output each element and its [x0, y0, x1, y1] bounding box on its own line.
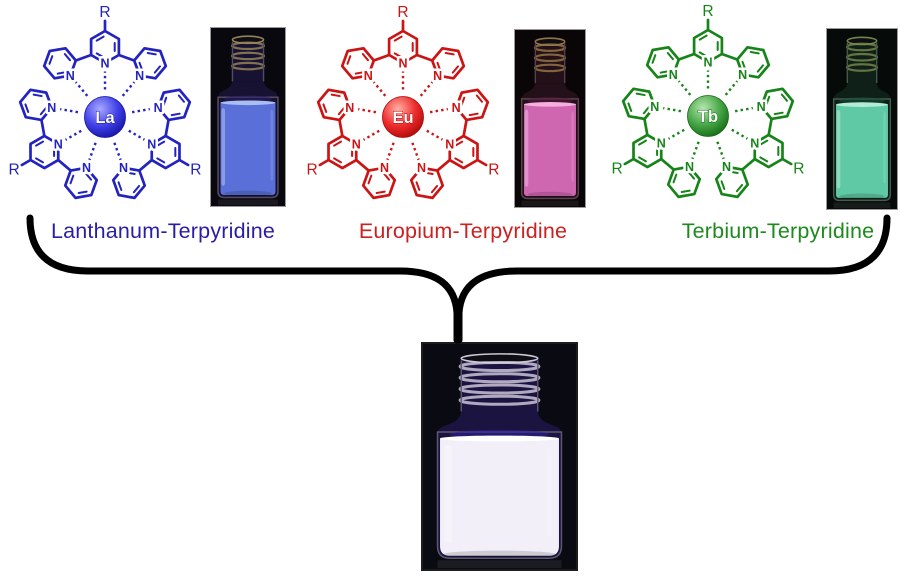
svg-text:N: N [398, 56, 407, 70]
svg-text:N: N [54, 137, 63, 151]
svg-text:N: N [364, 69, 373, 83]
svg-text:N: N [650, 100, 659, 114]
svg-text:R: R [488, 162, 499, 179]
svg-text:La: La [95, 109, 115, 127]
svg-text:R: R [397, 4, 408, 21]
svg-text:N: N [669, 68, 678, 82]
vial-photo-white-emission [421, 342, 578, 571]
label-terbium-terpyridine: Terbium-Terpyridine [681, 219, 875, 243]
svg-text:N: N [154, 101, 163, 115]
svg-text:N: N [82, 161, 91, 175]
svg-text:Eu: Eu [392, 109, 413, 127]
structure-svg-la: N N N N N N N N N R R R La [8, 4, 202, 200]
svg-text:N: N [722, 160, 731, 174]
svg-text:N: N [119, 161, 128, 175]
svg-text:N: N [750, 136, 759, 150]
svg-text:R: R [793, 161, 804, 178]
structure-svg-tb: N N N N N N N N N R R R Tb [611, 3, 805, 199]
structure-svg-eu: N N N N N N N N N R R R Eu [306, 4, 500, 200]
svg-text:N: N [657, 136, 666, 150]
svg-text:N: N [738, 68, 747, 82]
structure-terbium-terpyridine: N N N N N N N N N R R R Tb [602, 2, 814, 206]
svg-text:N: N [135, 69, 144, 83]
label-europium-terpyridine: Europium-Terpyridine [358, 219, 568, 243]
vial-photo-svg [515, 30, 585, 207]
svg-text:Tb: Tb [698, 108, 718, 126]
svg-text:R: R [99, 4, 110, 21]
structure-lanthanum-terpyridine: N N N N N N N N N R R R La [0, 3, 211, 207]
vial-photo-svg [211, 28, 285, 206]
svg-text:N: N [352, 137, 361, 151]
svg-text:N: N [100, 56, 109, 70]
svg-text:N: N [147, 137, 156, 151]
vial-photo-svg [423, 344, 576, 569]
svg-text:R: R [611, 161, 622, 178]
svg-text:R: R [8, 162, 19, 179]
svg-text:N: N [380, 161, 389, 175]
label-lanthanum-terpyridine: Lanthanum-Terpyridine [50, 219, 276, 243]
svg-text:N: N [345, 101, 354, 115]
svg-text:N: N [66, 69, 75, 83]
svg-text:N: N [452, 101, 461, 115]
svg-text:N: N [47, 101, 56, 115]
svg-text:N: N [445, 137, 454, 151]
svg-text:R: R [190, 162, 201, 179]
svg-text:N: N [417, 161, 426, 175]
svg-text:N: N [433, 69, 442, 83]
svg-text:N: N [703, 55, 712, 69]
vial-photo-green-emission [826, 28, 898, 210]
svg-text:R: R [306, 162, 317, 179]
vial-photo-svg [827, 29, 897, 209]
structure-europium-terpyridine: N N N N N N N N N R R R Eu [297, 3, 509, 207]
vial-photo-blue-emission [210, 27, 286, 207]
vial-photo-pink-emission [514, 29, 586, 208]
svg-text:R: R [702, 3, 713, 20]
svg-text:N: N [685, 160, 694, 174]
svg-text:N: N [757, 100, 766, 114]
